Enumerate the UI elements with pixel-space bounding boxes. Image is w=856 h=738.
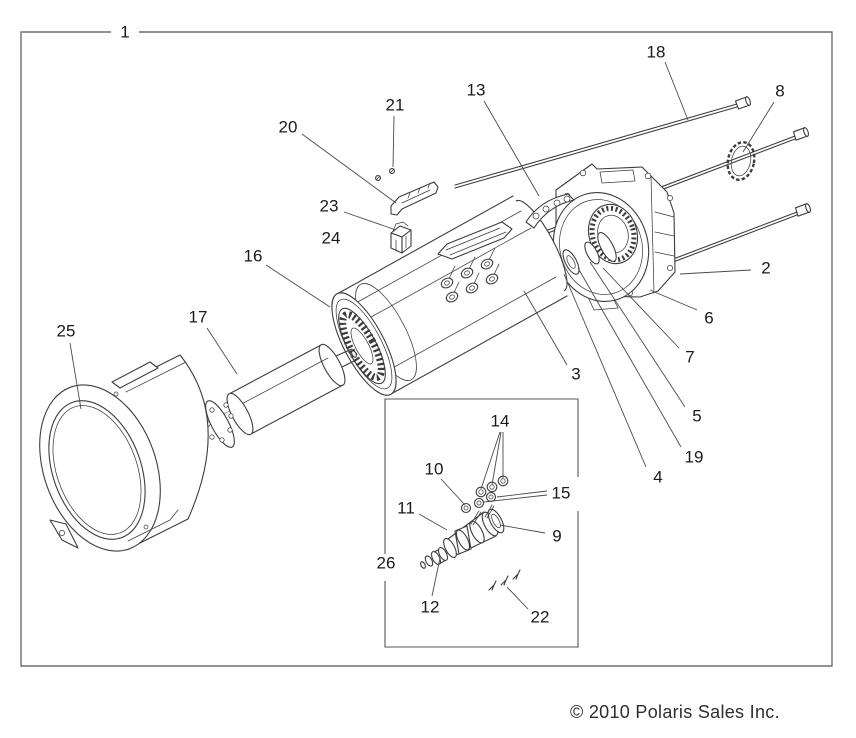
outer-border — [20, 31, 833, 667]
contact-assembly-part — [420, 504, 505, 569]
inset-border — [384, 398, 579, 648]
end-cap-part — [39, 354, 209, 552]
brush-leads — [437, 221, 513, 303]
brush-part — [390, 221, 412, 254]
snap-ring-part — [726, 141, 756, 181]
inset-screws-part — [488, 569, 521, 591]
copyright-text: © 2010 Polaris Sales Inc. — [570, 702, 780, 722]
brush-plate-part — [525, 193, 575, 229]
leader-lines — [69, 61, 775, 610]
field-housing-part — [331, 195, 568, 396]
terminal-screws-part — [375, 168, 395, 181]
terminal-strip-part — [390, 181, 439, 216]
inset-nuts-part — [475, 475, 509, 498]
inset-washers-part — [460, 491, 497, 514]
